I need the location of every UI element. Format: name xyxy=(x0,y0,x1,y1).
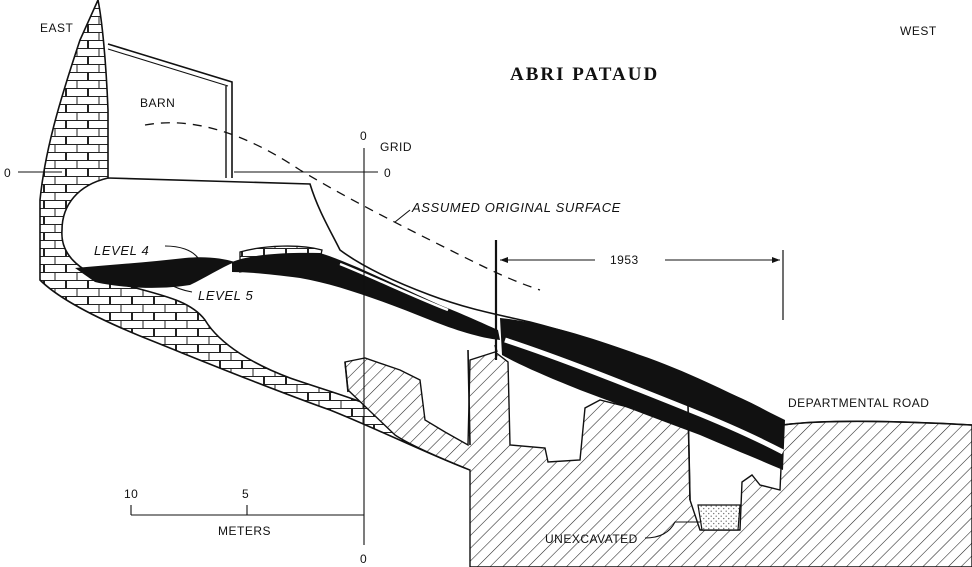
west-label: WEST xyxy=(900,24,937,38)
grid-label: GRID xyxy=(380,140,412,154)
title: ABRI PATAUD xyxy=(510,64,659,85)
assumed-original-surface-line xyxy=(144,122,541,291)
left-zero-label: 0 xyxy=(4,166,11,180)
level4-label: LEVEL 4 xyxy=(94,243,149,258)
unexcavated-label: UNEXCAVATED xyxy=(545,532,638,546)
road-label: DEPARTMENTAL ROAD xyxy=(788,396,929,410)
barn-roof xyxy=(107,48,229,87)
grid-zero-top: 0 xyxy=(360,129,367,143)
assumed-surface-leader xyxy=(394,209,411,223)
level-band-left xyxy=(75,257,235,288)
excavation-year-label: 1953 xyxy=(610,253,639,267)
scale-tick-10: 10 xyxy=(124,487,138,501)
grid-zero-bottom: 0 xyxy=(360,552,367,566)
level5-label: LEVEL 5 xyxy=(198,288,253,303)
unexcavated-leader xyxy=(644,521,700,539)
scale-unit: METERS xyxy=(218,524,271,538)
level-band-right xyxy=(500,318,785,470)
level-band-slope xyxy=(232,252,500,340)
east-label: EAST xyxy=(40,21,74,35)
barn-label: BARN xyxy=(140,96,175,110)
assumed-surface-label: ASSUMED ORIGINAL SURFACE xyxy=(411,200,621,215)
grid-zero-right: 0 xyxy=(384,166,391,180)
unexcavated-block xyxy=(697,504,741,531)
scale-tick-5: 5 xyxy=(242,487,249,501)
barn-wall xyxy=(107,43,233,178)
